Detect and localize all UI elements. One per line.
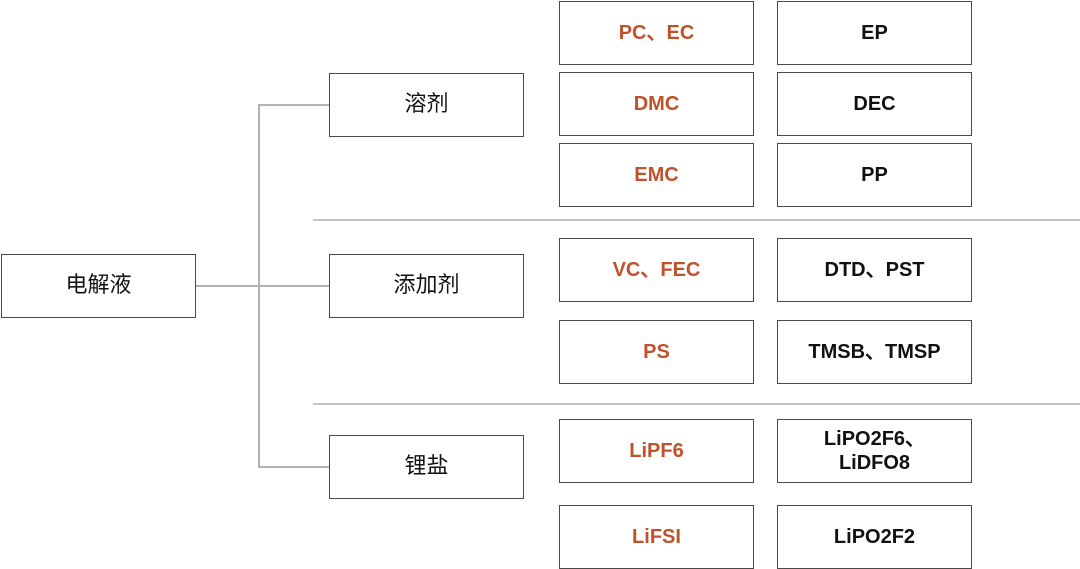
additive-secondary-item: DTD、PST	[777, 238, 972, 302]
category-solvent: 溶剂	[329, 73, 524, 137]
item-label: DTD、PST	[824, 259, 925, 281]
item-label: PC、EC	[618, 22, 695, 44]
item-label: DMC	[633, 93, 680, 115]
section-divider	[313, 403, 1080, 405]
solvent-secondary-item: EP	[777, 1, 972, 65]
branch-solvent	[258, 104, 329, 106]
item-label: EMC	[634, 164, 679, 186]
solvent-secondary-item: DEC	[777, 72, 972, 136]
item-label: LiPO2F2	[833, 526, 916, 548]
item-label: TMSB、TMSP	[808, 341, 941, 363]
root-node-electrolyte: 电解液	[1, 254, 196, 318]
category-label: 锂盐	[404, 453, 449, 479]
item-label-line2: LiDFO8	[838, 452, 911, 474]
solvent-primary-item: DMC	[559, 72, 754, 136]
salt-primary-item: LiPF6	[559, 419, 754, 483]
root-connector	[195, 285, 259, 287]
item-label: EP	[861, 22, 888, 44]
root-label: 电解液	[65, 272, 132, 298]
additive-secondary-item: TMSB、TMSP	[777, 320, 972, 384]
category-label: 添加剂	[393, 272, 460, 298]
solvent-secondary-item: PP	[777, 143, 972, 207]
category-label: 溶剂	[404, 91, 449, 117]
item-label-line1: LiPO2F6、	[823, 428, 926, 450]
salt-primary-item: LiFSI	[559, 505, 754, 569]
item-label: LiPF6	[629, 440, 684, 462]
salt-secondary-item: LiPO2F2	[777, 505, 972, 569]
item-label: LiFSI	[632, 526, 681, 548]
solvent-primary-item: PC、EC	[559, 1, 754, 65]
additive-primary-item: VC、FEC	[559, 238, 754, 302]
item-label: PP	[861, 164, 888, 186]
category-lithium-salt: 锂盐	[329, 435, 524, 499]
item-label: PS	[643, 341, 670, 363]
salt-secondary-item: LiPO2F6、 LiDFO8	[777, 419, 972, 483]
solvent-primary-item: EMC	[559, 143, 754, 207]
item-label: VC、FEC	[612, 259, 701, 281]
item-label: DEC	[853, 93, 896, 115]
branch-additive	[258, 285, 329, 287]
additive-primary-item: PS	[559, 320, 754, 384]
branch-salt	[258, 466, 329, 468]
section-divider	[313, 219, 1080, 221]
category-additive: 添加剂	[329, 254, 524, 318]
